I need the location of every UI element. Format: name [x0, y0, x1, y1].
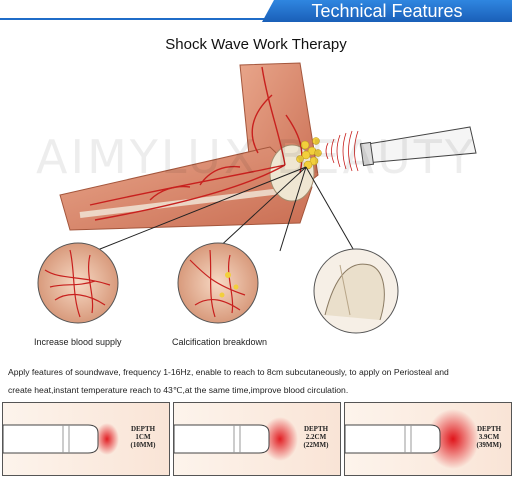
elbow-illustration: [37, 62, 477, 334]
depth-label: DEPTH: [303, 425, 329, 433]
circle-bone: [313, 248, 399, 334]
description-line-2: create heat,instant temperature reach to…: [8, 385, 349, 395]
depth-cm: 2.2CM: [305, 433, 327, 441]
calcification-cluster: [296, 137, 322, 170]
description-line-1: Apply features of soundwave, frequency 1…: [8, 367, 449, 377]
depth-mm: (10MM): [130, 441, 156, 449]
shockwave-applicator: [359, 126, 477, 167]
applicator-probe-icon: [3, 423, 119, 455]
depth-label: DEPTH: [130, 425, 156, 433]
depth-panel-3: DEPTH 3.9CM (39MM): [344, 402, 512, 476]
applicator-probe-icon: [174, 417, 298, 461]
applicator-probe-icon: [345, 409, 479, 469]
header-title: Technical Features: [311, 1, 463, 21]
watermark: AIMYLUX BEAUTY: [36, 130, 476, 184]
circle-calcification: [177, 242, 259, 324]
depth-label: DEPTH: [476, 425, 502, 433]
label-increase-blood-supply: Increase blood supply: [34, 337, 122, 347]
header-rule: [0, 18, 512, 20]
depth-panel-2: DEPTH 2.2CM (22MM): [173, 402, 341, 476]
page-subtitle: Shock Wave Work Therapy: [165, 36, 347, 53]
depth-mm: (39MM): [476, 441, 502, 449]
depth-cm: 3.9CM: [478, 433, 500, 441]
depth-mm: (22MM): [303, 441, 329, 449]
circle-blood-supply: [37, 242, 119, 324]
sound-waves: [325, 130, 359, 172]
depth-panel-1: DEPTH 1CM (10MM): [2, 402, 170, 476]
header-banner: [262, 0, 512, 22]
depth-cm: 1CM: [135, 433, 151, 441]
label-calcification-breakdown: Calcification breakdown: [172, 337, 268, 347]
